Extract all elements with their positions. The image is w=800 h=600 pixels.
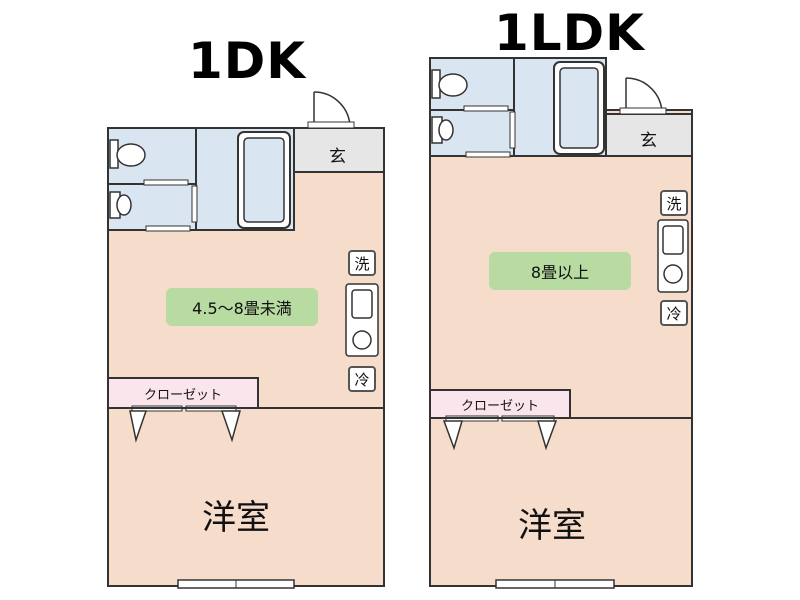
kitchen-counter-icon bbox=[657, 219, 689, 293]
dining-area-size-badge: 4.5〜8畳未満 bbox=[166, 288, 318, 326]
washer-label: 洗 bbox=[660, 190, 688, 216]
door-swing-icon bbox=[307, 91, 355, 129]
door-swing-icon bbox=[619, 77, 667, 115]
plan-1dk bbox=[107, 91, 385, 589]
toilet-icon bbox=[431, 69, 468, 99]
sink-icon bbox=[109, 191, 132, 219]
bathtub-icon bbox=[237, 131, 291, 229]
fridge-label: 冷 bbox=[660, 300, 688, 326]
kitchen-counter-icon bbox=[345, 283, 379, 357]
entrance-label: 玄 bbox=[640, 131, 657, 151]
entrance-label: 玄 bbox=[329, 147, 346, 167]
toilet-icon bbox=[109, 139, 146, 169]
bathtub-icon bbox=[553, 61, 605, 155]
plan-1ldk bbox=[429, 57, 693, 589]
washer-label: 洗 bbox=[348, 250, 376, 276]
closet-label: クローゼット bbox=[143, 387, 222, 403]
room-label: 洋室 bbox=[202, 498, 270, 538]
plan-title-1ldk: 1LDK bbox=[494, 4, 645, 62]
closet-area bbox=[429, 389, 571, 419]
sink-icon bbox=[431, 116, 454, 144]
living-area-size-badge: 8畳以上 bbox=[489, 252, 631, 290]
plan-title-1dk: 1DK bbox=[188, 32, 307, 90]
closet-label: クローゼット bbox=[460, 398, 539, 414]
room-label: 洋室 bbox=[518, 506, 586, 546]
fridge-label: 冷 bbox=[348, 366, 376, 392]
